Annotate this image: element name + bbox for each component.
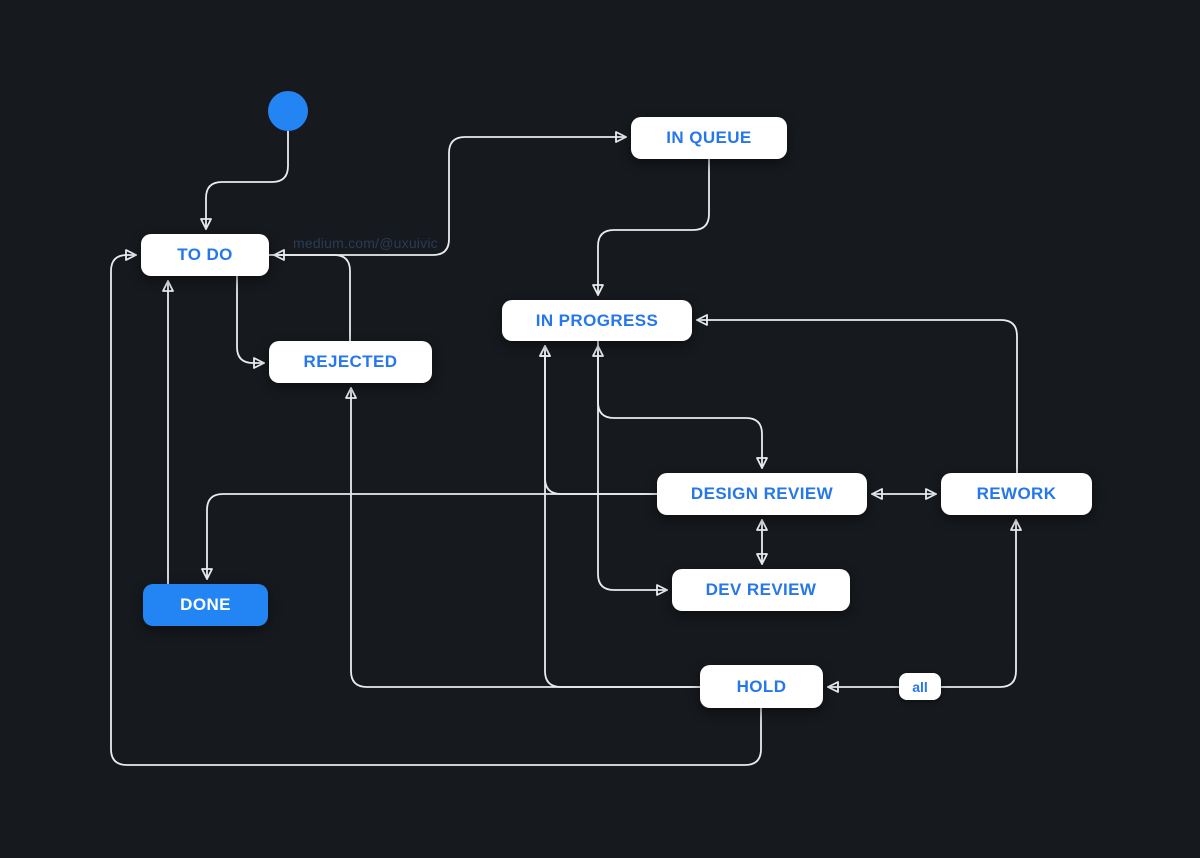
edge-design-review-to-done <box>201 493 658 580</box>
edge-todo-to-rejected <box>236 275 265 369</box>
node-todo: TO DO <box>141 234 269 276</box>
node-rework: REWORK <box>941 473 1092 515</box>
watermark-text: medium.com/@uxuivic <box>293 235 438 251</box>
edge-label-all: all <box>899 673 941 700</box>
edge-in-progress-dev-review <box>592 345 668 596</box>
node-hold: HOLD <box>700 665 823 708</box>
edge-start-to-todo <box>200 130 289 230</box>
node-done: DONE <box>143 584 268 626</box>
node-design-review: DESIGN REVIEW <box>657 473 867 515</box>
edge-hold-to-todo <box>110 249 762 766</box>
edge-rejected-to-todo <box>273 249 351 342</box>
node-in-progress: IN PROGRESS <box>502 300 692 341</box>
edge-todo-to-in-queue <box>268 131 627 256</box>
node-dev-review: DEV REVIEW <box>672 569 850 611</box>
node-rejected: REJECTED <box>269 341 432 383</box>
edge-in-queue-to-in-progress <box>592 158 710 296</box>
node-in-queue: IN QUEUE <box>631 117 787 159</box>
edge-hold-to-rejected <box>345 387 701 688</box>
start-state-circle <box>268 91 308 131</box>
edge-rework-to-in-progress <box>696 314 1018 474</box>
edge-design-review-to-in-progress <box>539 345 658 495</box>
edge-in-progress-to-design-review <box>597 340 768 469</box>
edge-hold-to-in-progress <box>539 345 701 688</box>
edge-hold-rework-all <box>827 519 1022 693</box>
